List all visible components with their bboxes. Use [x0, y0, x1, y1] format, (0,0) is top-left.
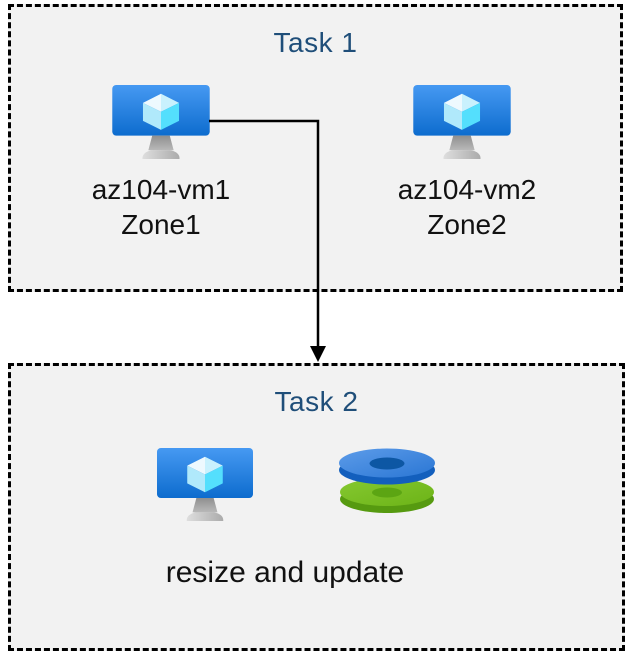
vm1-zone: Zone1 [121, 209, 201, 240]
task2-box: Task 2 [8, 363, 625, 651]
task2-caption: resize and update [165, 556, 405, 589]
vm2-zone: Zone2 [427, 209, 507, 240]
azure-disks-icon [337, 448, 437, 514]
azure-virtual-machine-icon [413, 85, 511, 160]
vm1-name: az104-vm1 [91, 174, 231, 205]
task2-vm-icon [157, 448, 253, 523]
vm1-label: az104-vm1 Zone1 [41, 172, 281, 242]
task1-box: Task 1 [8, 4, 623, 292]
vm2-icon [413, 85, 511, 161]
vm2-label: az104-vm2 Zone2 [347, 172, 587, 242]
azure-virtual-machine-icon [157, 448, 253, 522]
azure-disks-icon [339, 448, 435, 513]
vm2-name: az104-vm2 [397, 174, 537, 205]
azure-virtual-machine-icon [112, 85, 210, 160]
vm1-icon [112, 85, 210, 161]
task1-title: Task 1 [273, 27, 358, 58]
task2-title: Task 2 [274, 386, 359, 417]
